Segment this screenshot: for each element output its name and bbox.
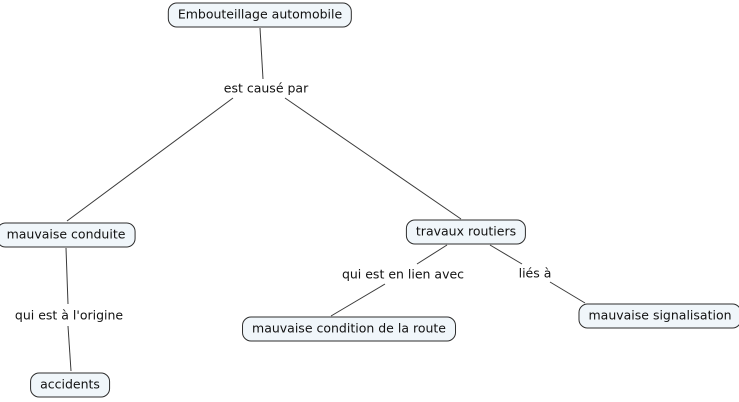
node-travaux-routiers[interactable]: travaux routiers bbox=[405, 219, 527, 245]
connector-line-conduite-to-origine-label bbox=[65, 247, 69, 305]
connector-line-label-to-mauvaise-conduite bbox=[66, 97, 234, 222]
link-label-qui-est-en-lien-avec[interactable]: qui est en lien avec bbox=[339, 266, 467, 282]
connector-line-travaux-to-lies-label bbox=[489, 244, 523, 265]
connector-line-travaux-to-lien-label bbox=[416, 244, 448, 265]
connector-line-lien-label-to-condition bbox=[330, 283, 386, 317]
connector-line-label-to-travaux-routiers bbox=[284, 97, 462, 220]
link-label-est-cause-par[interactable]: est causé par bbox=[221, 80, 311, 96]
connector-line-root-to-label bbox=[259, 27, 264, 80]
node-mauvaise-condition-de-la-route[interactable]: mauvaise condition de la route bbox=[242, 316, 456, 342]
node-mauvaise-conduite[interactable]: mauvaise conduite bbox=[0, 222, 136, 248]
node-accidents[interactable]: accidents bbox=[30, 372, 110, 398]
link-label-qui-est-a-l-origine[interactable]: qui est à l'origine bbox=[12, 307, 126, 323]
connector-line-origine-label-to-accidents bbox=[67, 325, 72, 372]
node-embouteillage-automobile[interactable]: Embouteillage automobile bbox=[167, 2, 353, 28]
connector-line-lies-label-to-signalisation bbox=[549, 281, 586, 304]
link-label-lies-a[interactable]: liés à bbox=[516, 265, 554, 281]
node-mauvaise-signalisation[interactable]: mauvaise signalisation bbox=[578, 303, 739, 329]
